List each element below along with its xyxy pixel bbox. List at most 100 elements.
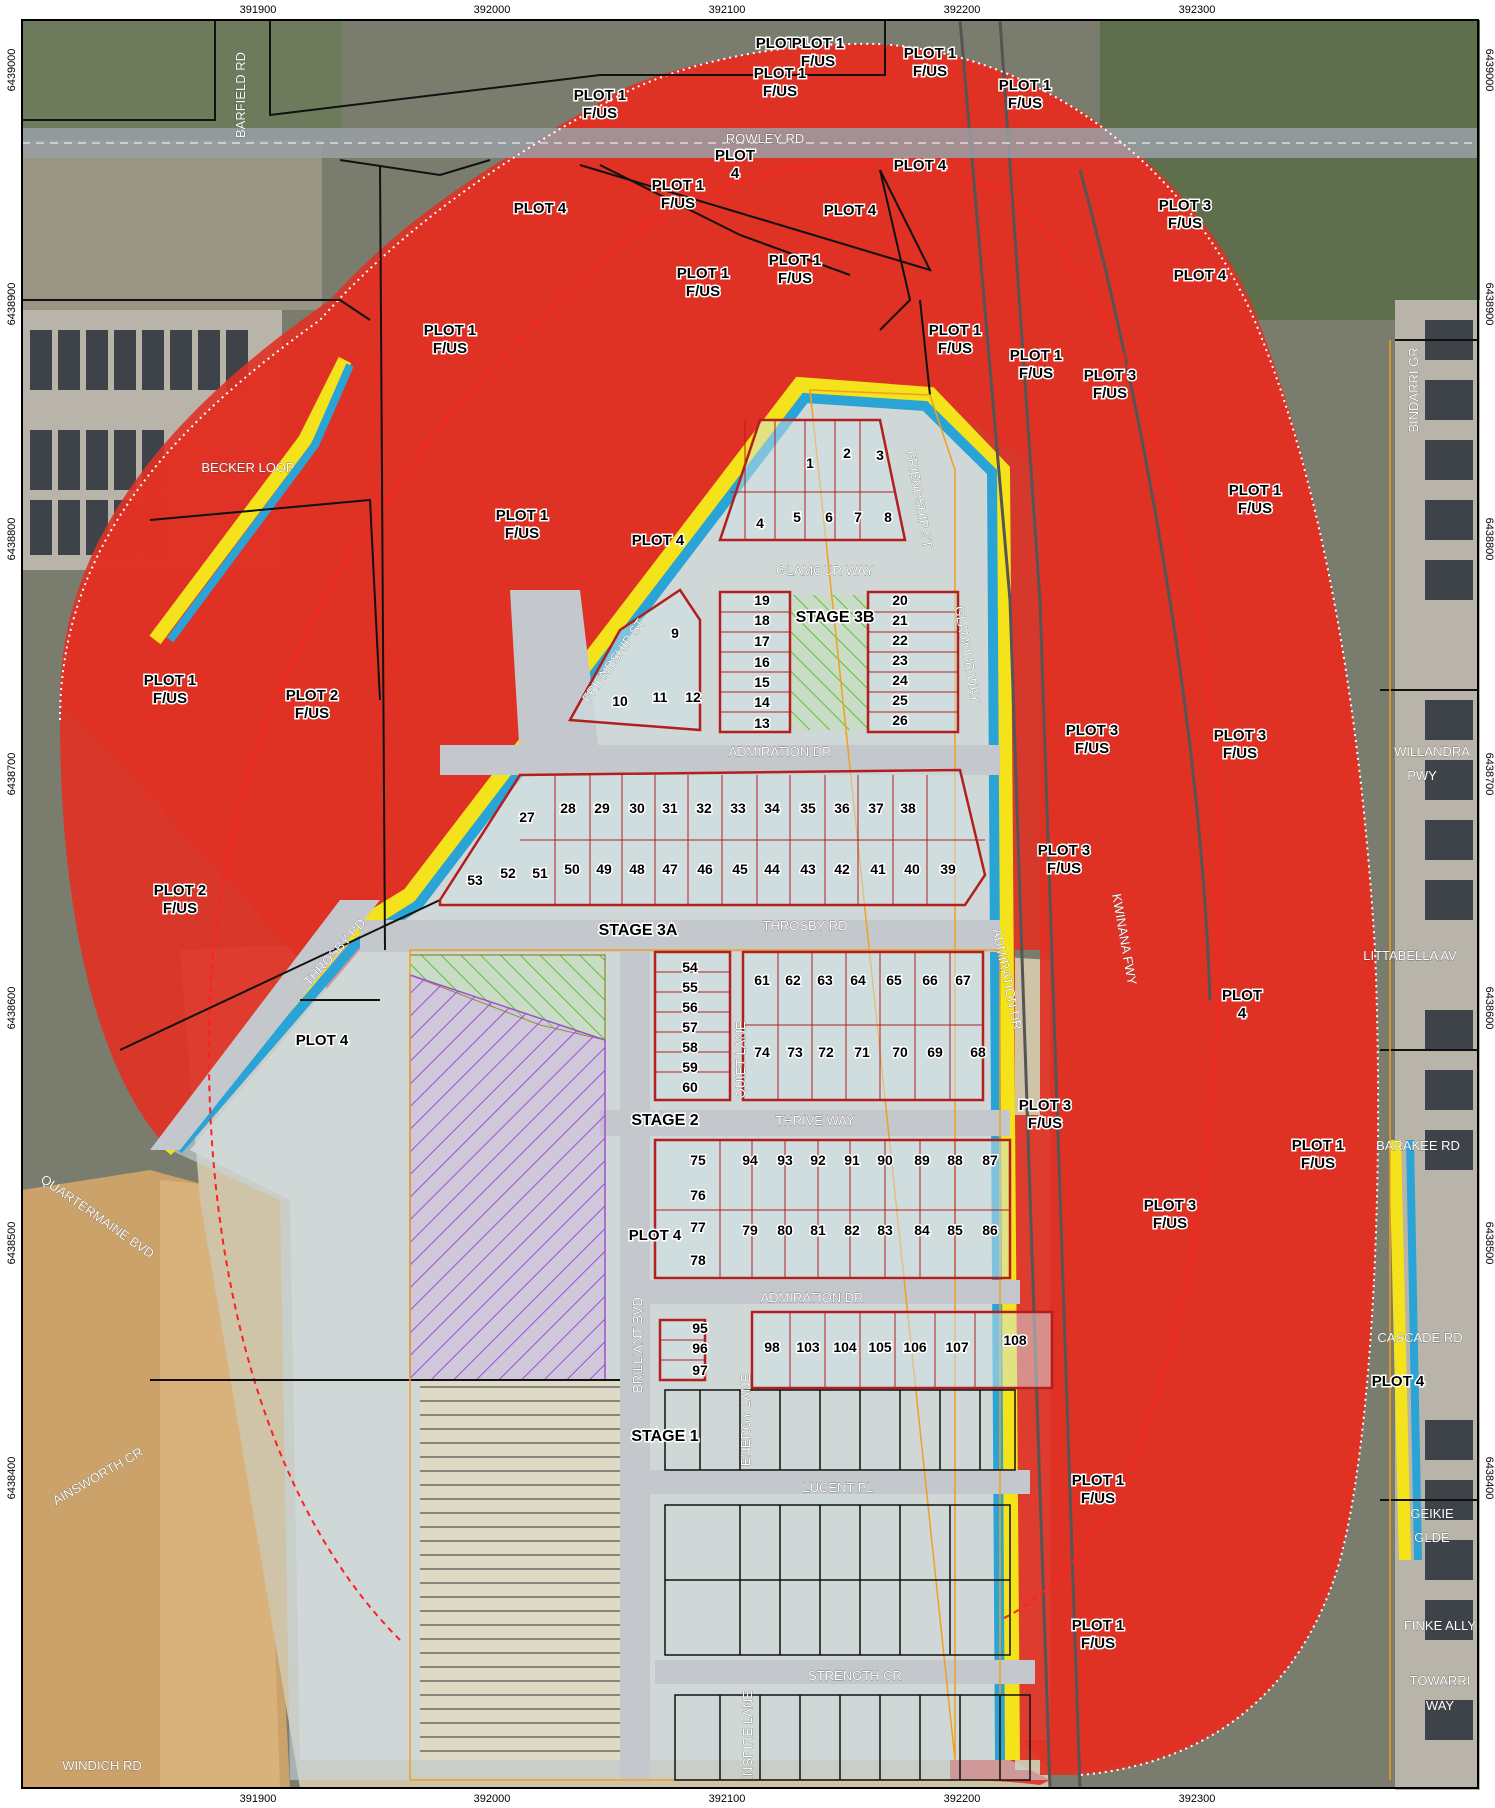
plot-label-sub: F/US <box>433 340 467 357</box>
boundary-red-dashed <box>207 162 1222 1641</box>
lot-number: 106 <box>903 1339 927 1355</box>
lot-number: 77 <box>690 1219 706 1235</box>
y-label-right-4: 6438700 <box>1483 753 1495 796</box>
lot-number: 60 <box>682 1079 698 1095</box>
lot-number: 40 <box>904 861 920 877</box>
road-label-brilliant: BRILLIANT BVD <box>630 1297 645 1393</box>
plot-label: PLOT 1 <box>496 507 549 524</box>
lot-number: 69 <box>927 1044 943 1060</box>
plot-label-sub: F/US <box>1081 1635 1115 1652</box>
lot-number: 103 <box>796 1339 820 1355</box>
x-label-top-4: 392200 <box>944 4 981 16</box>
lot-number: 34 <box>764 800 780 816</box>
y-label-right-3: 6438800 <box>1483 518 1495 561</box>
lot-number: 15 <box>754 674 770 690</box>
lot-number: 56 <box>682 999 698 1015</box>
lot-number: 94 <box>742 1152 758 1168</box>
lot-number: 73 <box>787 1044 803 1060</box>
lot-number: 31 <box>662 800 678 816</box>
lot-number: 16 <box>754 654 770 670</box>
x-label-top-5: 392300 <box>1179 4 1216 16</box>
plot-label: PLOT 1 <box>1072 1472 1125 1489</box>
plot-label-sub: F/US <box>1301 1155 1335 1172</box>
lot-number: 10 <box>612 693 628 709</box>
boundary-dotted <box>59 42 1380 1776</box>
plot-label-sub: F/US <box>1153 1215 1187 1232</box>
dev-roads <box>150 590 1035 1780</box>
lot-number: 70 <box>892 1044 908 1060</box>
plot-label: PLOT 4 <box>1174 267 1227 284</box>
stage-label-1: STAGE 1 <box>631 1428 698 1445</box>
y-label-left-2: 6438900 <box>6 283 18 326</box>
lot-grid <box>520 420 1010 1388</box>
lot-number: 96 <box>692 1340 708 1356</box>
road-label-glamour-top: GLAMOUR WAY <box>776 563 874 578</box>
x-label-bottom-5: 392300 <box>1179 1793 1216 1805</box>
plot-label: PLOT 3 <box>1214 727 1267 744</box>
lot-number: 66 <box>922 972 938 988</box>
lot-number: 50 <box>564 861 580 877</box>
plot-label: PLOT 1 <box>999 77 1052 94</box>
plot-label: PLOT 4 <box>824 202 877 219</box>
y-label-left-7: 6438400 <box>6 1457 18 1500</box>
plot-label-sub: 4 <box>1238 1005 1247 1022</box>
road-label-barfield: BARFIELD RD <box>233 52 248 138</box>
lot-number: 63 <box>817 972 833 988</box>
lot-number: 71 <box>854 1044 870 1060</box>
lot-number: 74 <box>754 1044 770 1060</box>
plot-label: PLOT 3 <box>1084 367 1137 384</box>
lot-number: 43 <box>800 861 816 877</box>
lot-number: 3 <box>876 447 884 463</box>
x-label-bottom-4: 392200 <box>944 1793 981 1805</box>
lot-number: 30 <box>629 800 645 816</box>
x-label-top-1: 391900 <box>240 4 277 16</box>
lot-number: 86 <box>982 1222 998 1238</box>
plot-label-sub: F/US <box>801 53 835 70</box>
lot-number: 36 <box>834 800 850 816</box>
plot-label-sub: F/US <box>686 283 720 300</box>
lot-number: 38 <box>900 800 916 816</box>
plot-label-sub: F/US <box>1223 745 1257 762</box>
road-label-inspire: INSPIRE LANE <box>740 1690 755 1780</box>
plot-label-sub: F/US <box>295 705 329 722</box>
plot-label: PLOT 1 <box>424 322 477 339</box>
lot-number: 105 <box>868 1339 892 1355</box>
lot-number: 41 <box>870 861 886 877</box>
lot-number: 7 <box>854 509 862 525</box>
road-label-windich: WINDICH RD <box>62 1758 141 1773</box>
plot-label: PLOT 4 <box>296 1032 349 1049</box>
road-label-throsby-mid: THROSBY RD <box>763 918 848 933</box>
plot-label-sub: F/US <box>1019 365 1053 382</box>
lot-number: 108 <box>1003 1332 1027 1348</box>
hatch-purple <box>409 973 606 1381</box>
y-label-left-4: 6438700 <box>6 753 18 796</box>
lot-number: 89 <box>914 1152 930 1168</box>
lot-number: 67 <box>955 972 971 988</box>
x-label-bottom-2: 392000 <box>474 1793 511 1805</box>
y-label-left-6: 6438500 <box>6 1222 18 1265</box>
lot-number: 88 <box>947 1152 963 1168</box>
plot-label: PLOT 1 <box>904 45 957 62</box>
lot-number: 12 <box>685 689 701 705</box>
plot-label: PLOT 4 <box>756 35 809 52</box>
plot-label: PLOT 4 <box>1372 1373 1425 1390</box>
plot-label-sub: F/US <box>1075 740 1109 757</box>
lot-number: 98 <box>764 1339 780 1355</box>
lot-number: 76 <box>690 1187 706 1203</box>
lot-number: 23 <box>892 652 908 668</box>
plot-label-sub: F/US <box>153 690 187 707</box>
lot-number: 37 <box>868 800 884 816</box>
road-label-willandra-1: WILLANDRA <box>1394 744 1470 759</box>
lot-number: 84 <box>914 1222 930 1238</box>
lot-number: 104 <box>833 1339 857 1355</box>
lot-number: 61 <box>754 972 770 988</box>
plot-label-sub: F/US <box>1028 1115 1062 1132</box>
plot-label: PLOT 3 <box>1019 1097 1072 1114</box>
plot-label: PLOT 1 <box>144 672 197 689</box>
lot-number: 55 <box>682 979 698 995</box>
lot-number: 26 <box>892 712 908 728</box>
buffer-becker <box>149 356 352 645</box>
lot-number: 48 <box>629 861 645 877</box>
freeway-corridor <box>958 19 1212 1789</box>
